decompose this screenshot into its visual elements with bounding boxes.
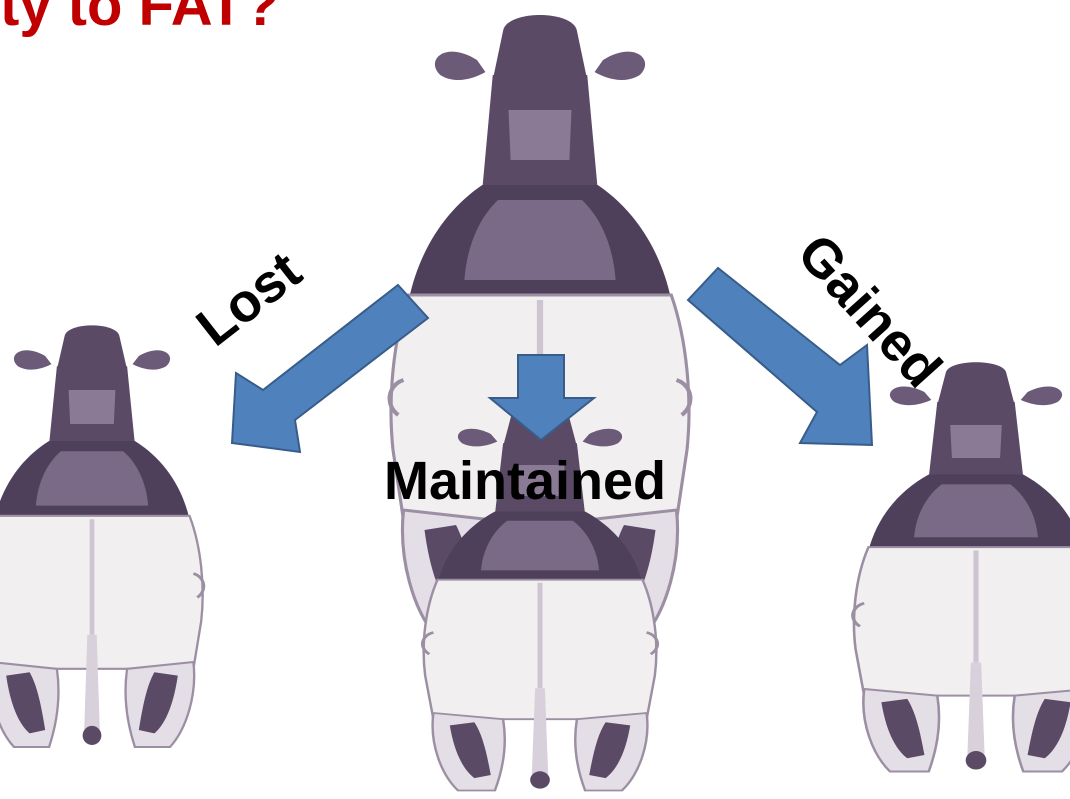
- cow-rear-view-thin: [0, 325, 204, 747]
- cow-rear-view-fat: [853, 362, 1070, 771]
- maintained-label: Maintained: [384, 450, 666, 512]
